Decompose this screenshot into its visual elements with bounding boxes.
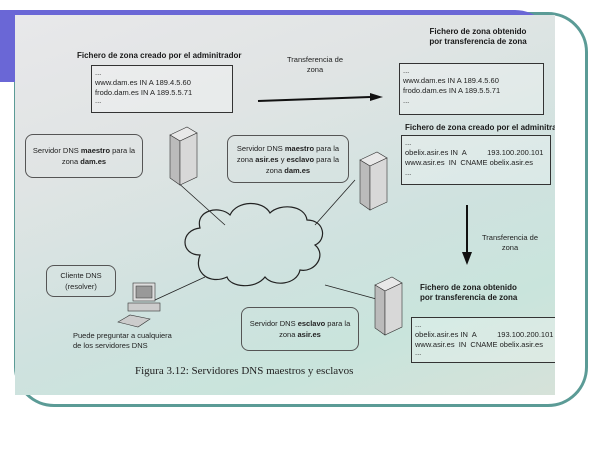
server-dam-icon [169,126,198,186]
zone-line: www.asir.es IN CNAME obelix.asir.es [415,340,543,349]
text-bold: esclavo [286,154,315,164]
zone-line: www.dam.es IN A 189.4.5.60 [95,78,191,87]
label-line: Transferencia de [481,233,538,242]
text-bold: asir.es [255,154,279,164]
text: para la [314,143,340,153]
text: Servidor DNS [249,319,298,328]
text: zona [279,330,298,339]
zone-file-title: Fichero de zona creado por el adminitrad… [77,51,242,60]
server-dam-label: Servidor DNS maestro para la zona dam.es [25,134,143,178]
text: Servidor DNS [32,146,81,155]
link-asir-server [314,179,356,226]
text: Puede preguntar a cualquiera [73,331,172,340]
text-bold: asir.es [297,330,321,339]
text: Cliente DNS [60,271,102,280]
text-bold: maestro [80,146,111,155]
zone-file-title: Fichero de zona obtenido por transferenc… [413,27,543,47]
text-bold: dam.es [80,157,107,166]
zone-file-title: Fichero de zona obtenido por transferenc… [420,283,517,303]
zone-line: ... [405,168,412,177]
top-arrow-head [370,93,383,101]
text: zona [236,154,256,164]
zone-line: www.dam.es IN A 189.4.5.60 [403,76,499,85]
top-transfer-arrow [257,96,371,102]
text: zona [265,165,285,175]
text-bold: esclavo [297,319,326,328]
zone-file-box: ... www.dam.es IN A 189.4.5.60 frodo.dam… [399,63,544,115]
zone-line: obelix.asir.es IN A 193.100.200.101 [415,330,554,339]
figure-caption: Figura 3.12: Servidores DNS maestros y e… [135,365,354,377]
zone-line: obelix.asir.es IN A 193.100.200.101 [405,148,544,157]
internet-cloud [184,202,324,287]
text: para la [325,319,351,328]
link-dam-server [174,179,226,226]
text: Servidor DNS [236,143,285,153]
diagram-photo: Fichero de zona creado por el adminitrad… [15,15,555,395]
label-line: zona [501,243,519,252]
zone-file-box: ... www.dam.es IN A 189.4.5.60 frodo.dam… [91,65,233,113]
title-line: por transferencia de zona [429,37,527,46]
link-slave-server [324,284,381,301]
server-slave-icon [374,276,403,336]
label-line: Transferencia de [286,55,343,64]
text: para la [314,154,340,164]
zone-line: ... [403,66,410,75]
text-bold: maestro [284,143,315,153]
zone-line: frodo.dam.es IN A 189.5.5.71 [95,88,193,97]
title-line: Fichero de zona obtenido [429,27,527,36]
client-computer-icon [117,282,161,328]
zone-line: ... [415,348,422,357]
zone-file-box: ... obelix.asir.es IN A 193.100.200.101 … [401,135,551,185]
zone-line: ... [405,138,412,147]
text: de los servidores DNS [73,341,148,350]
title-line: por transferencia de zona [420,293,518,302]
text: zona [61,157,81,166]
right-arrow-head [462,252,472,265]
zone-file-title: Fichero de zona creado por el adminitrad… [405,123,555,132]
zone-line: ... [415,320,422,329]
zone-file-box: ... obelix.asir.es IN A 193.100.200.101 … [411,317,555,363]
text: (resolver) [65,282,97,291]
right-arrow-label: Transferencia de zona [475,233,545,253]
title-line: Fichero de zona obtenido [420,283,517,292]
zone-line: ... [95,96,102,105]
link-client [154,276,206,301]
server-asir-label: Servidor DNS maestro para la zona asir.e… [227,135,349,183]
zone-line: ... [403,96,410,105]
zone-line: www.asir.es IN CNAME obelix.asir.es [405,158,533,167]
zone-line: frodo.dam.es IN A 189.5.5.71 [403,86,501,95]
zone-line: ... [95,68,102,77]
text: y [278,154,287,164]
top-arrow-label: Transferencia de zona [270,55,360,75]
server-slave-label: Servidor DNS esclavo para la zona asir.e… [241,307,359,351]
client-note: Puede preguntar a cualquiera de los serv… [73,331,172,351]
client-label: Cliente DNS (resolver) [46,265,116,297]
server-asir-icon [359,151,388,211]
diagram-connections [117,93,472,336]
label-line: zona [306,65,324,74]
text: para la [110,146,136,155]
text-bold: dam.es [284,165,311,175]
